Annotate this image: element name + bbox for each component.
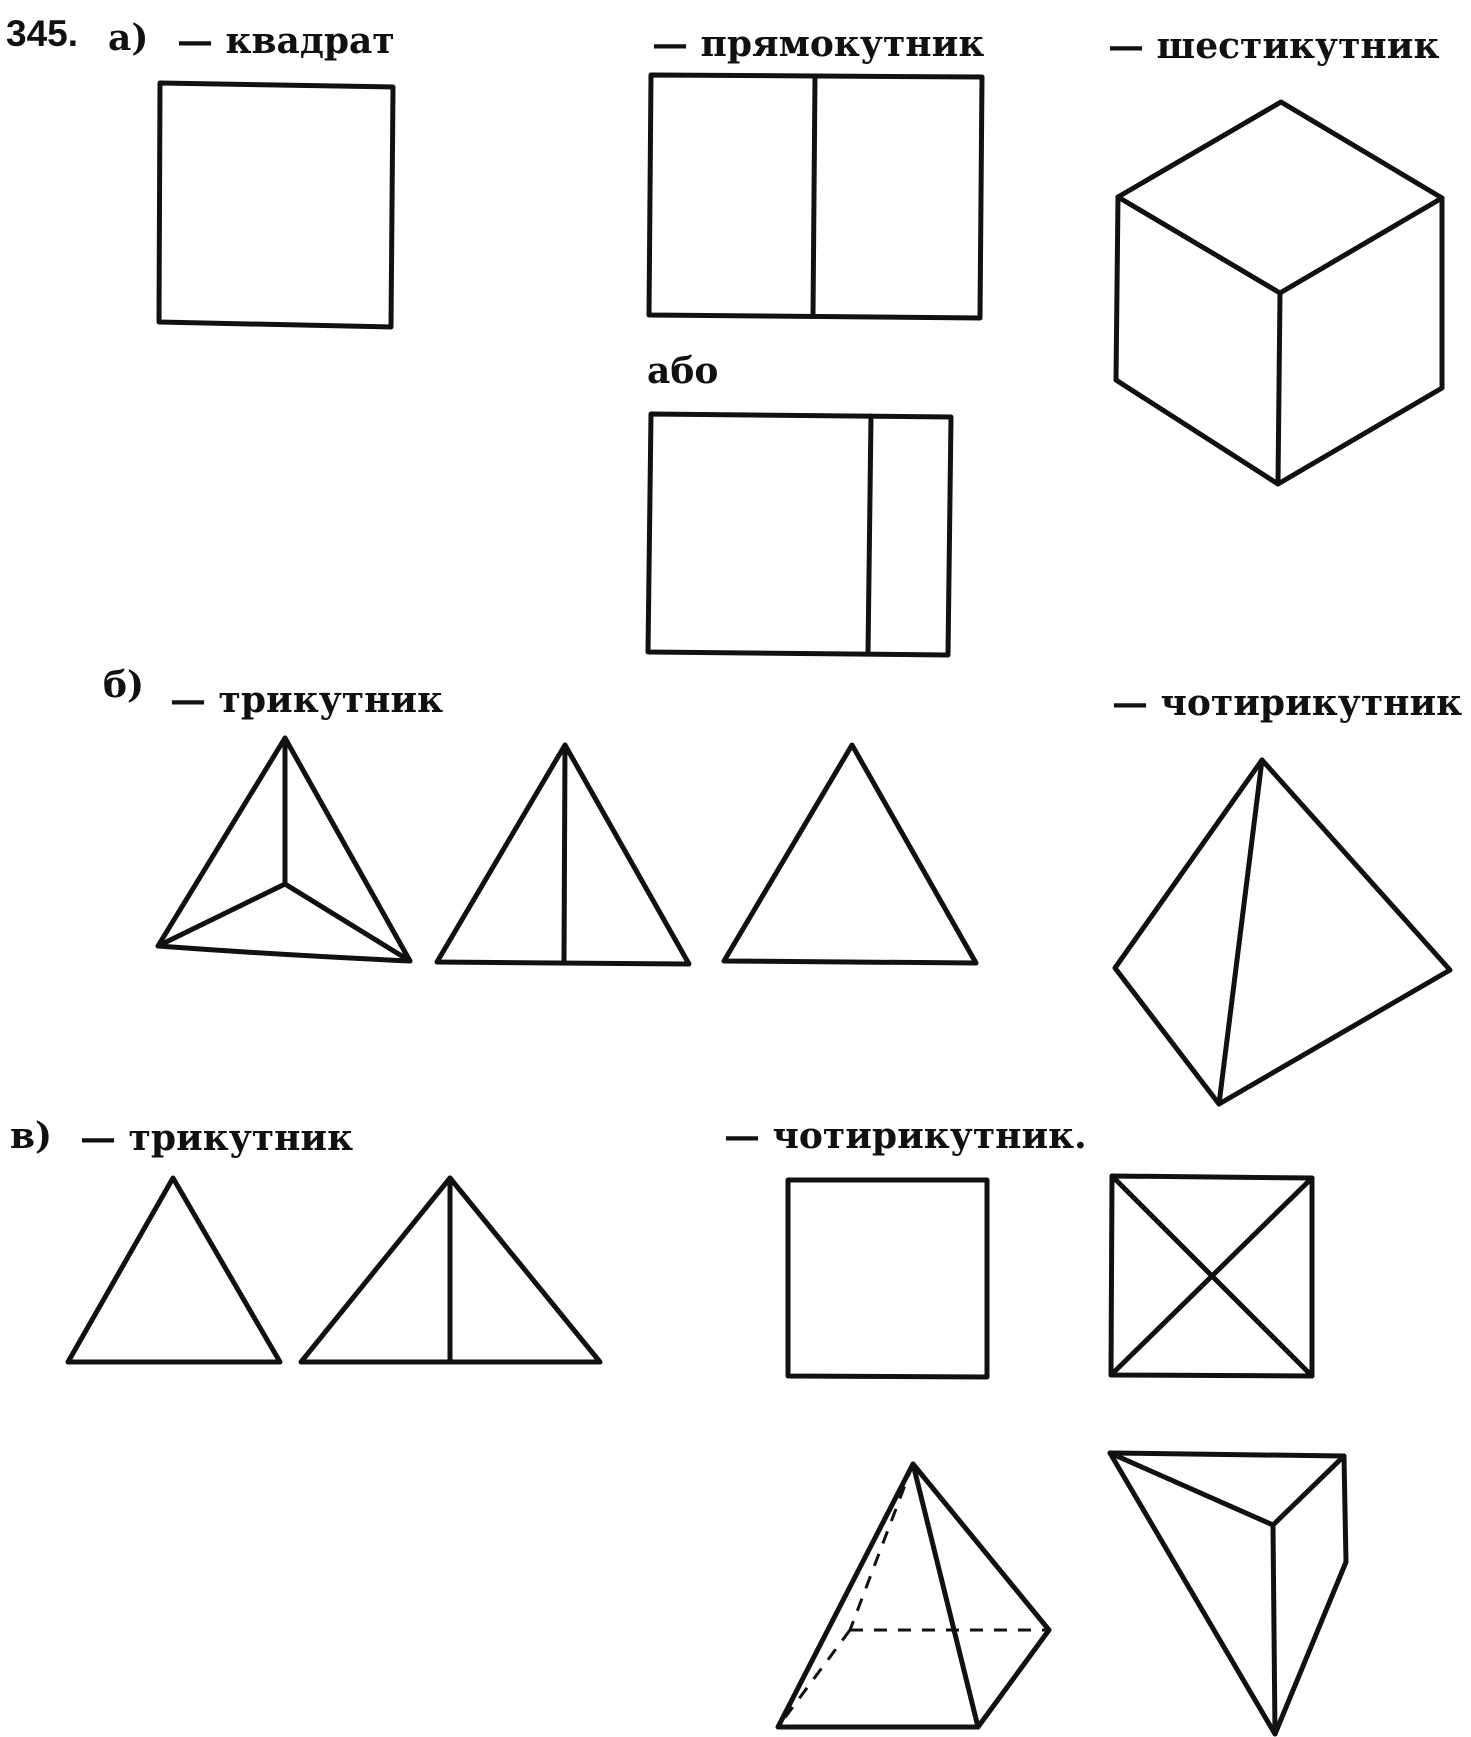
triangular-prism-outline [1107,1450,1349,1737]
triangular-prism-inner-edges [1107,1450,1347,1737]
rectangle-halves-outline [646,72,985,321]
square-plain-v [785,1177,990,1380]
triangle-with-center-point [155,735,413,964]
triangle-median-line [561,742,568,966]
part-a-marker: а) [108,17,148,59]
triangle-caption-b: — трикутник [170,679,443,721]
cube-inner-edges [1115,194,1445,487]
triangle-plain-b [721,742,979,966]
part-b-marker: б) [103,664,144,706]
quadrilateral-caption-v: — чотирикутник. [724,1115,1087,1157]
quadrilateral-caption-b: — чотирикутник [1112,682,1462,724]
or-word: або [647,350,718,392]
triangle-plain-v [65,1175,283,1365]
triangle-caption-v: — трикутник [80,1117,353,1159]
square-diagonal-lines [1108,1173,1315,1379]
exercise-number: 345. [6,13,78,54]
quadrilateral-kite-diagonal [1216,757,1265,1107]
square-caption: — квадрат [177,20,395,62]
pyramid-front-edge [910,1461,981,1730]
rectangle-halves-divider [810,73,818,319]
pyramid-hidden-edges [776,1463,1049,1728]
hexahedron-caption: — шестикутник [1108,25,1439,67]
square-shape [156,80,396,330]
rectangle-caption: — прямокутник [652,23,984,65]
part-v-marker: в) [10,1115,52,1157]
rectangle-unequal-outline [645,411,954,658]
quadrilateral-kite [1112,757,1453,1107]
rectangle-unequal-divider [865,413,874,657]
triangle-center-lines [155,735,413,964]
pyramid-outline [775,1461,1052,1730]
